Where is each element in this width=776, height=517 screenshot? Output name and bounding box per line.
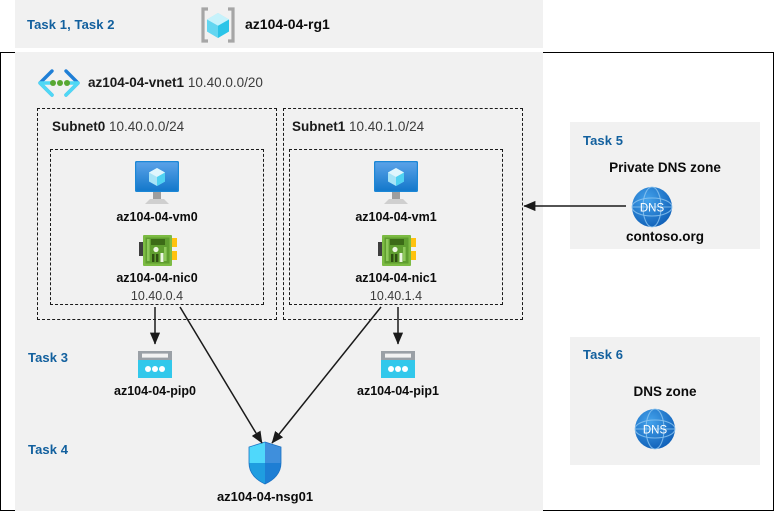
dns-zone-heading: DNS zone — [633, 384, 697, 399]
vnet-name: az104-04-vnet1 — [88, 75, 185, 90]
task-label-4: Task 4 — [28, 442, 69, 457]
nic-0-ip: 10.40.0.4 — [130, 289, 184, 303]
task-label-6: Task 6 — [583, 347, 624, 362]
subnet-0-inner-box — [50, 149, 264, 305]
vnet-address-space: 10.40.0.0/20 — [187, 75, 263, 90]
nic-1-label: az104-04-nic1 — [355, 271, 437, 285]
resource-group-cube-icon — [198, 6, 238, 44]
dns-icon-text: DNS — [643, 425, 668, 437]
vnet-container — [24, 57, 534, 328]
virtual-network-icon — [36, 67, 82, 99]
dns-zone-icon: DNS — [629, 184, 675, 230]
pip-0-label: az104-04-pip0 — [114, 384, 196, 398]
private-dns-zone-name: contoso.org — [626, 229, 704, 244]
subnet-0-cidr: 10.40.0.0/24 — [109, 119, 185, 134]
task-label-5: Task 5 — [583, 133, 624, 148]
vnet-title: az104-04-vnet1 10.40.0.0/20 — [88, 75, 263, 90]
virtual-machine-icon — [131, 157, 183, 207]
pip-1-label: az104-04-pip1 — [357, 384, 439, 398]
subnet-1-title: Subnet1 10.40.1.0/24 — [292, 119, 424, 134]
network-interface-icon — [377, 233, 417, 269]
task-label-1-2: Task 1, Task 2 — [27, 17, 115, 32]
subnet-1-box — [283, 108, 523, 320]
resource-group-name: az104-04-rg1 — [245, 16, 330, 32]
nsg-label: az104-04-nsg01 — [216, 489, 314, 504]
dns-icon-text: DNS — [640, 203, 665, 215]
task-5-panel — [570, 122, 760, 249]
task-label-3: Task 3 — [28, 350, 69, 365]
task-3-panel — [18, 342, 543, 414]
network-interface-icon — [138, 233, 178, 269]
nic-1-ip: 10.40.1.4 — [369, 289, 423, 303]
nic-0-label: az104-04-nic0 — [116, 271, 198, 285]
resource-group-panel — [15, 0, 543, 48]
private-dns-zone-heading: Private DNS zone — [609, 160, 721, 175]
network-security-group-shield-icon — [246, 440, 284, 486]
subnet-0-name: Subnet0 — [52, 119, 106, 134]
subnet-0-box — [37, 108, 277, 320]
subnet-1-name: Subnet1 — [292, 119, 346, 134]
subnet-1-inner-box — [289, 149, 503, 305]
public-ip-address-icon — [379, 349, 417, 381]
subnet-1-cidr: 10.40.1.0/24 — [349, 119, 425, 134]
public-ip-address-icon — [136, 349, 174, 381]
vm-1-label: az104-04-vm1 — [355, 210, 437, 224]
dns-zone-icon: DNS — [632, 406, 678, 452]
vm-0-label: az104-04-vm0 — [116, 210, 198, 224]
virtual-machine-icon — [370, 157, 422, 207]
subnet-0-title: Subnet0 10.40.0.0/24 — [52, 119, 184, 134]
